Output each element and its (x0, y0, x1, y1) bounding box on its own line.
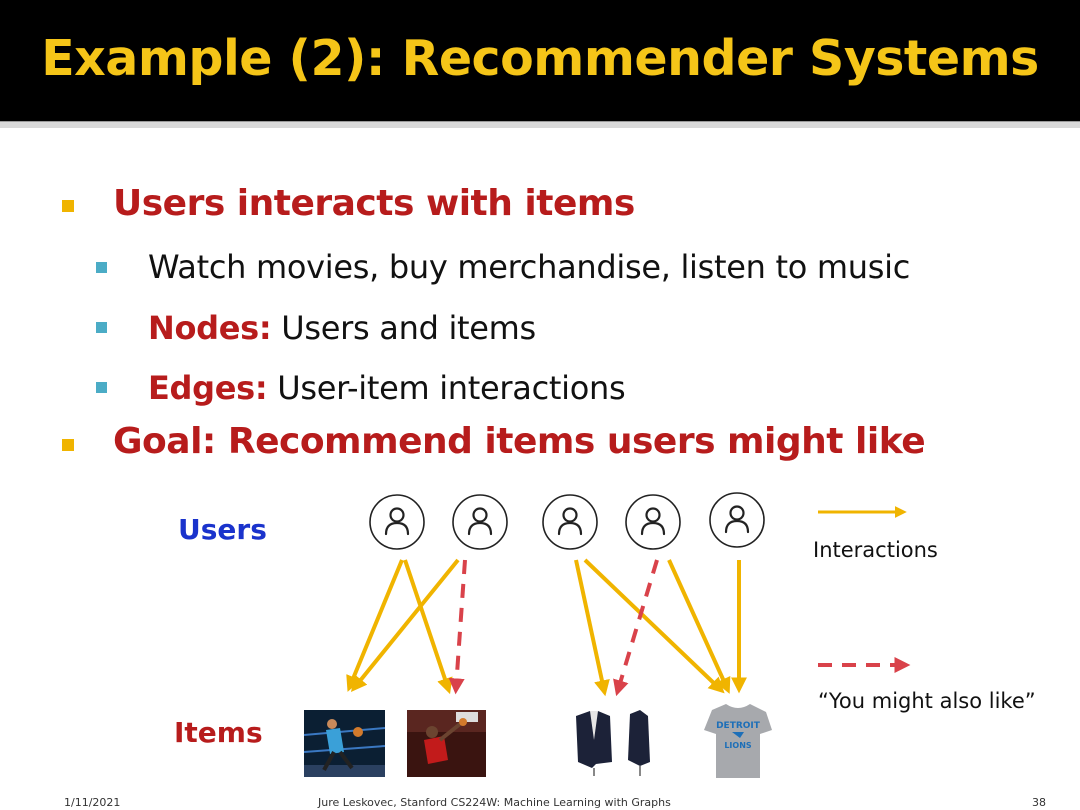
interaction-arrow (667, 559, 731, 694)
bullet-marker (62, 439, 74, 451)
interaction-arrow (346, 559, 404, 692)
detroit-lions-tshirt-photo: DETROIT LIONS (704, 704, 772, 778)
sub-bullet-nodes: Nodes: Users and items (148, 309, 536, 347)
slide-title: Example (2): Recommender Systems (41, 30, 1039, 87)
bullet-goal: Goal: Recommend items users might like (113, 421, 926, 462)
user-icon (542, 494, 598, 550)
interaction-arrow (403, 559, 453, 695)
nodes-keyword: Nodes: (148, 309, 272, 347)
tshirt-text-detroit: DETROIT (716, 721, 761, 731)
user-icon (709, 492, 765, 548)
basketball-photo (407, 710, 486, 777)
tshirt-text-lions: LIONS (724, 741, 752, 750)
sub-bullet-marker (96, 322, 107, 333)
sub-bullet-marker (96, 382, 107, 393)
basketball-photo (303, 710, 386, 777)
interaction-arrow (350, 558, 460, 692)
edges-text: User-item interactions (267, 369, 626, 407)
legend-recommendation-label: “You might also like” (818, 689, 1036, 713)
user-icon (369, 494, 425, 550)
sub-bullet-edges: Edges: User-item interactions (148, 369, 626, 407)
bullet-marker (62, 200, 74, 212)
interaction-arrow (574, 559, 610, 697)
sub-bullet-activities: Watch movies, buy merchandise, listen to… (148, 248, 911, 286)
user-icon (452, 494, 508, 550)
blazer-photo (576, 711, 612, 776)
interaction-arrow (583, 558, 725, 694)
blazer-photo (628, 710, 650, 776)
users-label: Users (178, 513, 267, 546)
user-icon (625, 494, 681, 550)
footer-date: 1/11/2021 (64, 796, 121, 809)
footer-author: Jure Leskovec, Stanford CS224W: Machine … (318, 796, 671, 809)
sub-bullet-marker (96, 262, 107, 273)
items-label: Items (174, 716, 263, 749)
title-divider (0, 121, 1080, 128)
title-bar (0, 0, 1080, 121)
bullet-users-interact: Users interacts with items (113, 183, 635, 224)
edges-keyword: Edges: (148, 369, 268, 407)
legend-interactions-label: Interactions (813, 538, 938, 562)
recommendation-arrow (448, 559, 467, 695)
footer-page-number: 38 (1032, 796, 1046, 809)
nodes-text: Users and items (271, 309, 536, 347)
